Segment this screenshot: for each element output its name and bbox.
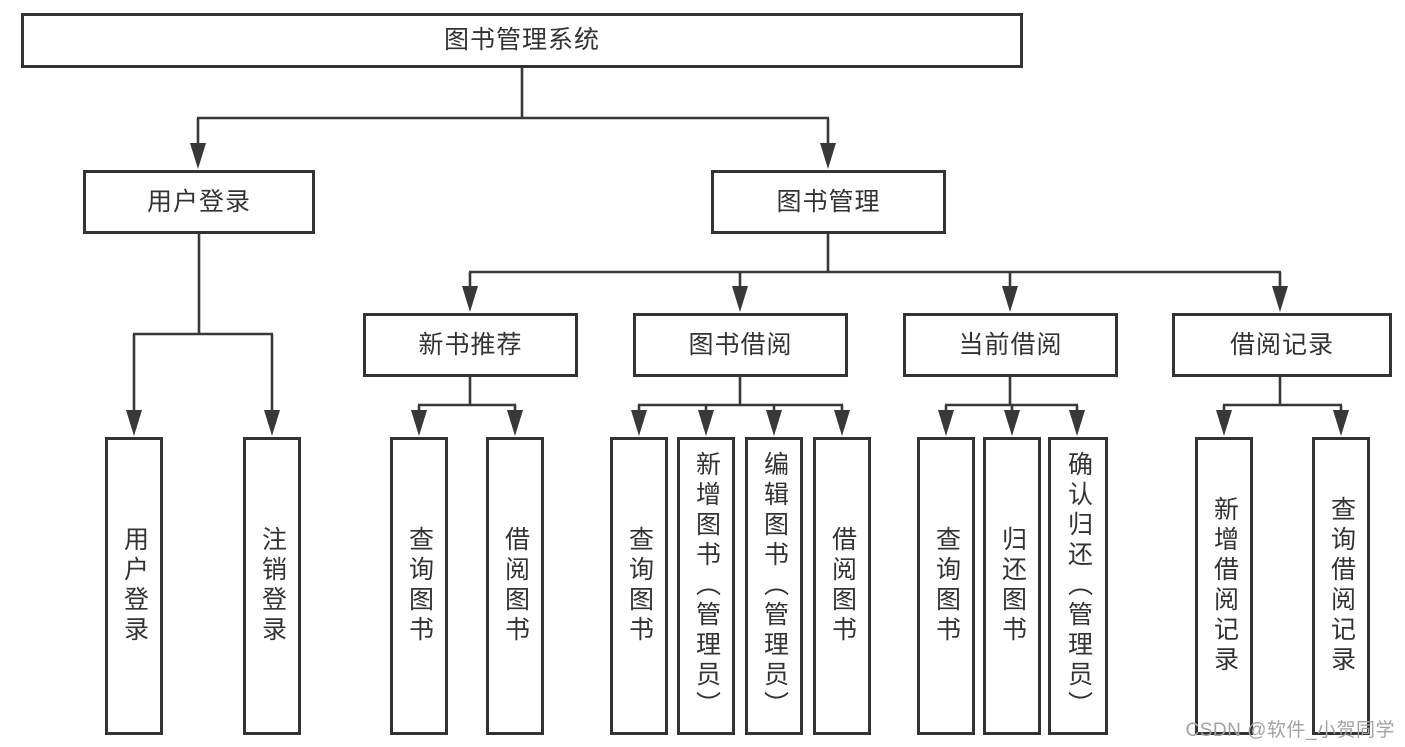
node-leaf-recommend-query-books: 查询图书: [390, 437, 448, 735]
arrowhead: [834, 410, 850, 436]
arrowhead: [190, 143, 206, 169]
node-leaf-user-login: 用户登录: [105, 437, 163, 735]
arrowhead: [507, 410, 523, 436]
node-label: 查询图书: [932, 526, 961, 646]
node-label: 图书管理: [776, 187, 881, 216]
node-label: 归还图书: [998, 526, 1027, 646]
node-borrow-records: 借阅记录: [1172, 313, 1392, 377]
node-user-login: 用户登录: [83, 170, 315, 234]
arrowhead: [1333, 410, 1349, 436]
arrowhead: [820, 143, 836, 169]
node-label: 用户登录: [120, 526, 149, 646]
arrowhead: [1216, 410, 1232, 436]
connector-paths: [132, 68, 1343, 413]
node-book-borrow: 图书借阅: [633, 313, 848, 377]
node-new-book-recommend: 新书推荐: [363, 313, 578, 377]
node-label: 查询图书: [625, 526, 654, 646]
node-label: 图书管理系统: [443, 26, 600, 54]
node-label: 借阅图书: [828, 526, 857, 646]
node-library-management-system: 图书管理系统: [21, 13, 1023, 68]
node-leaf-records-query-record: 查询借阅记录: [1312, 437, 1370, 735]
node-label: 查询借阅记录: [1327, 496, 1356, 676]
arrowhead: [462, 286, 478, 312]
watermark-text: CSDN @软件_小贺同学: [1185, 720, 1395, 741]
arrowhead: [1272, 286, 1288, 312]
arrowhead: [1002, 286, 1018, 312]
arrowhead: [732, 286, 748, 312]
node-label: 注销登录: [258, 526, 287, 646]
node-book-management: 图书管理: [711, 170, 946, 234]
node-leaf-recommend-borrow-books: 借阅图书: [486, 437, 544, 735]
node-label: 确认归还（管理员）: [1064, 451, 1093, 721]
node-leaf-borrow-add-books: 新增图书（管理员）: [677, 437, 735, 735]
node-leaf-logout: 注销登录: [243, 437, 301, 735]
node-label: 新增借阅记录: [1210, 496, 1239, 676]
node-label: 编辑图书（管理员）: [760, 451, 789, 721]
arrowhead: [766, 410, 782, 436]
arrowhead: [1004, 410, 1020, 436]
node-leaf-records-add-record: 新增借阅记录: [1195, 437, 1253, 735]
node-label: 新增图书（管理员）: [692, 451, 721, 721]
node-label: 借阅图书: [501, 526, 530, 646]
node-label: 当前借阅: [958, 330, 1063, 359]
arrowhead: [698, 410, 714, 436]
arrowhead: [1069, 410, 1085, 436]
node-leaf-current-query-books: 查询图书: [917, 437, 975, 735]
node-current-borrow: 当前借阅: [903, 313, 1118, 377]
node-label: 用户登录: [146, 187, 251, 216]
arrowhead: [411, 410, 427, 436]
node-leaf-borrow-edit-books: 编辑图书（管理员）: [745, 437, 803, 735]
node-leaf-borrow-borrow-books: 借阅图书: [813, 437, 871, 735]
node-label: 图书借阅: [688, 330, 793, 359]
arrowhead: [938, 410, 954, 436]
node-label: 新书推荐: [418, 330, 523, 359]
node-leaf-current-return-books: 归还图书: [983, 437, 1041, 735]
node-leaf-borrow-query-books: 查询图书: [610, 437, 668, 735]
arrowhead: [631, 410, 647, 436]
arrowhead: [264, 410, 280, 436]
node-label: 借阅记录: [1229, 330, 1334, 359]
arrowhead: [126, 410, 142, 436]
node-label: 查询图书: [405, 526, 434, 646]
node-leaf-current-confirm-return: 确认归还（管理员）: [1048, 437, 1108, 735]
